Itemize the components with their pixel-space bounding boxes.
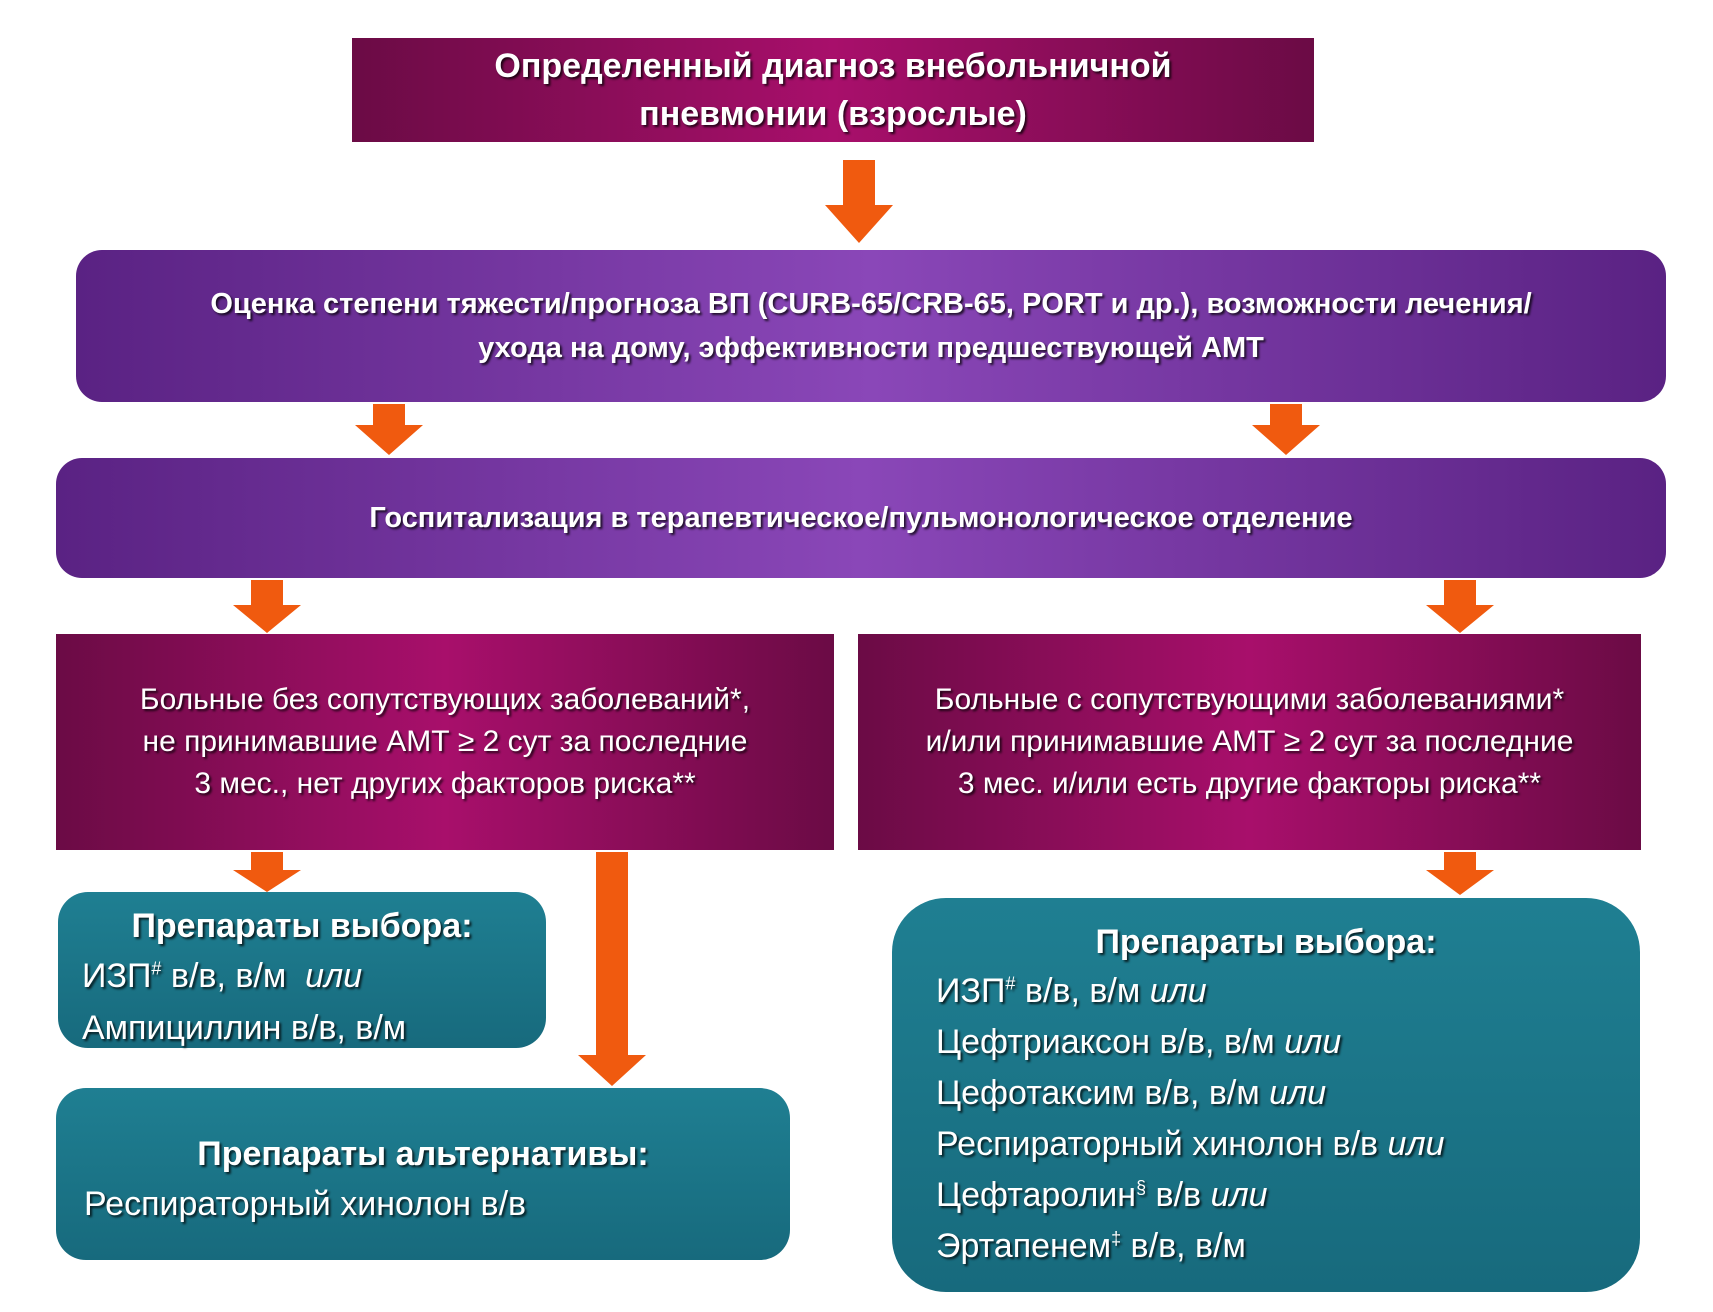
choice-right-item-5: Цефтаролин§ в/в или <box>936 1170 1596 1221</box>
drugs-of-choice-left-box: Препараты выбора: ИЗП# в/в, в/м или Ампи… <box>58 892 546 1048</box>
footnote-mark: ‡ <box>1111 1228 1122 1249</box>
drug-route: в/в, в/м <box>1121 1227 1246 1265</box>
drug-route: в/в, в/м <box>1015 972 1150 1010</box>
diagnosis-title-box: Определенный диагноз внебольничной пневм… <box>352 38 1314 142</box>
left-patients-line-3: 3 мес., нет других факторов риска** <box>194 767 696 800</box>
or-text: или <box>1269 1074 1327 1112</box>
arrow-left-to-alternative <box>578 852 646 1086</box>
assessment-box: Оценка степени тяжести/прогноза ВП (CURB… <box>76 250 1666 402</box>
choice-right-item-4: Респираторный хинолон в/в или <box>936 1119 1596 1170</box>
patients-with-comorbidities-box: Больные с сопутствующими заболеваниями* … <box>858 634 1641 850</box>
footnote-mark: § <box>1136 1177 1147 1198</box>
arrow-hosp-to-right-patients <box>1426 580 1494 633</box>
choice-right-item-2: Цефтриаксон в/в, в/м или <box>936 1017 1596 1068</box>
left-patients-line-2: не принимавшие АМТ ≥ 2 сут за последние <box>142 725 748 758</box>
title-line-2: пневмонии (взрослые) <box>639 95 1027 133</box>
choice-left-header: Препараты выбора: <box>131 907 473 945</box>
drug-route: в/в, в/м <box>161 957 306 995</box>
choice-left-item-2: Ампициллин в/в, в/м <box>82 1009 407 1047</box>
assessment-line-2: ухода на дому, эффективности предшествую… <box>478 332 1264 364</box>
choice-right-header: Препараты выбора: <box>1095 923 1437 961</box>
drugs-of-choice-right-box: Препараты выбора: ИЗП# в/в, в/м или Цефт… <box>892 898 1640 1292</box>
right-patients-line-2: и/или принимавшие АМТ ≥ 2 сут за последн… <box>925 725 1574 758</box>
or-text: или <box>1284 1023 1342 1061</box>
arrow-title-to-assessment <box>825 160 893 243</box>
footnote-mark: # <box>1005 973 1016 994</box>
choice-left-item-1: ИЗП# в/в, в/м или <box>82 950 522 1002</box>
or-text: или <box>1387 1125 1445 1163</box>
left-patients-line-1: Больные без сопутствующих заболеваний*, <box>139 683 751 716</box>
arrow-right-to-choice <box>1426 852 1494 895</box>
alternative-header: Препараты альтернативы: <box>197 1135 649 1173</box>
arrow-left-to-choice <box>233 852 301 892</box>
right-patients-line-3: 3 мес. и/или есть другие факторы риска** <box>957 767 1542 800</box>
arrow-assess-to-hosp-right <box>1252 404 1320 455</box>
or-text: или <box>1210 1176 1268 1214</box>
arrow-hosp-to-left-patients <box>233 580 301 633</box>
right-patients-line-1: Больные с сопутствующими заболеваниями* <box>934 683 1565 716</box>
drug-name: Респираторный хинолон в/в <box>936 1125 1388 1163</box>
alternative-drugs-left-box: Препараты альтернативы: Респираторный хи… <box>56 1088 790 1260</box>
choice-right-item-6: Эртапенем‡ в/в, в/м <box>936 1221 1596 1272</box>
alternative-item-1: Респираторный хинолон в/в <box>84 1185 527 1223</box>
or-text: или <box>1149 972 1207 1010</box>
drug-name: ИЗП <box>936 972 1006 1010</box>
assessment-line-1: Оценка степени тяжести/прогноза ВП (CURB… <box>210 288 1532 320</box>
drug-name: Цефтриаксон в/в, в/м <box>936 1023 1285 1061</box>
hospitalization-text: Госпитализация в терапевтическое/пульмон… <box>369 501 1353 534</box>
drug-name: Цефотаксим в/в, в/м <box>936 1074 1270 1112</box>
footnote-mark: # <box>151 958 162 979</box>
title-line-1: Определенный диагноз внебольничной <box>494 47 1172 85</box>
or-text: или <box>305 957 363 995</box>
drug-name: Цефтаролин <box>936 1176 1137 1214</box>
patients-without-comorbidities-box: Больные без сопутствующих заболеваний*, … <box>56 634 834 850</box>
choice-right-item-1: ИЗП# в/в, в/м или <box>936 966 1596 1017</box>
drug-name: Эртапенем <box>936 1227 1112 1265</box>
choice-right-item-3: Цефотаксим в/в, в/м или <box>936 1068 1596 1119</box>
arrow-assess-to-hosp-left <box>355 404 423 455</box>
drug-name: ИЗП <box>82 957 152 995</box>
hospitalization-box: Госпитализация в терапевтическое/пульмон… <box>56 458 1666 578</box>
drug-route: в/в <box>1146 1176 1211 1214</box>
